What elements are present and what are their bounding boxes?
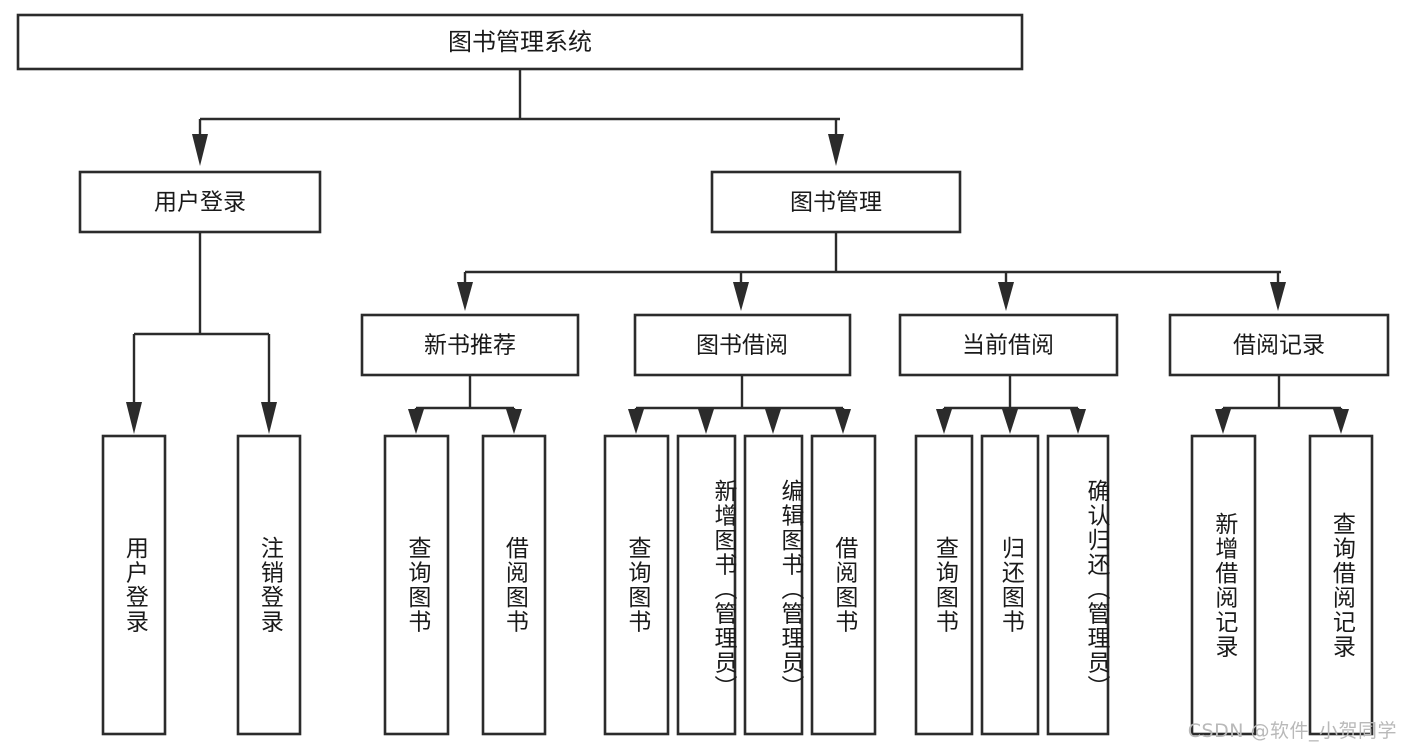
node-book-borrow-box[interactable] xyxy=(633,313,852,377)
edge-new-book-recommend-to-leaves xyxy=(408,375,522,434)
arrowhead-leaf-query-record xyxy=(1333,409,1349,434)
node-leaf-query-book-1-box[interactable] xyxy=(383,434,450,736)
node-user-login[interactable]: 用户登录 xyxy=(78,170,322,234)
node-book-management[interactable]: 图书管理 xyxy=(710,170,962,234)
arrowhead-leaf-add-book xyxy=(698,409,714,434)
edge-book-borrow-to-leaves xyxy=(628,375,851,434)
node-user-login-label: 用户登录 xyxy=(154,190,246,216)
node-user-login-box[interactable] xyxy=(78,170,322,234)
node-leaf-query-book-2-box[interactable] xyxy=(603,434,670,736)
node-leaf-logout-box[interactable] xyxy=(236,434,302,736)
node-book-management-label: 图书管理 xyxy=(790,190,882,216)
node-borrow-records-box[interactable] xyxy=(1168,313,1390,377)
arrowhead-leaf-query-book-3 xyxy=(936,409,952,434)
arrowhead-leaf-logout xyxy=(261,402,277,434)
arrowhead-leaf-borrow-book-2 xyxy=(835,409,851,434)
node-book-borrow[interactable]: 图书借阅 xyxy=(633,313,852,377)
arrowhead-leaf-borrow-book-1 xyxy=(506,409,522,434)
arrowhead-user-login xyxy=(192,134,208,166)
edge-root-to-level2 xyxy=(192,69,844,166)
node-leaf-query-book-3-box[interactable] xyxy=(914,434,974,736)
arrowhead-leaf-query-book-1 xyxy=(408,409,424,434)
arrowhead-leaf-add-record xyxy=(1215,409,1231,434)
node-leaf-add-book-box[interactable] xyxy=(676,434,737,736)
arrowhead-current-borrow xyxy=(998,282,1014,311)
arrowhead-leaf-query-book-2 xyxy=(628,409,644,434)
arrowhead-leaf-user-login xyxy=(126,402,142,434)
node-new-book-recommend-label: 新书推荐 xyxy=(424,333,516,359)
edge-borrow-records-to-leaves xyxy=(1215,375,1349,434)
node-leaf-borrow-book-2-box[interactable] xyxy=(810,434,877,736)
edge-book-management-to-level3 xyxy=(457,232,1286,311)
node-root-box[interactable] xyxy=(16,13,1024,71)
node-new-book-recommend-box[interactable] xyxy=(360,313,580,377)
csdn-watermark: CSDN @软件_小贺同学 xyxy=(1187,720,1397,742)
node-borrow-records[interactable]: 借阅记录 xyxy=(1168,313,1390,377)
node-root[interactable]: 图书管理系统 xyxy=(16,13,1024,71)
node-current-borrow-label: 当前借阅 xyxy=(962,333,1054,359)
arrowhead-leaf-confirm-return xyxy=(1070,409,1086,434)
node-leaf-confirm-return-box[interactable] xyxy=(1046,434,1110,736)
arrowhead-book-borrow xyxy=(733,282,749,311)
edge-current-borrow-to-leaves xyxy=(936,375,1086,434)
edge-user-login-to-leaves xyxy=(126,232,277,434)
node-borrow-records-label: 借阅记录 xyxy=(1233,333,1325,359)
node-leaf-user-login-box[interactable] xyxy=(101,434,167,736)
arrowhead-leaf-edit-book xyxy=(765,409,781,434)
node-current-borrow[interactable]: 当前借阅 xyxy=(898,313,1119,377)
arrowhead-leaf-return-book xyxy=(1002,409,1018,434)
node-leaf-return-book-box[interactable] xyxy=(980,434,1040,736)
node-current-borrow-box[interactable] xyxy=(898,313,1119,377)
arrowhead-book-management xyxy=(828,134,844,166)
node-new-book-recommend[interactable]: 新书推荐 xyxy=(360,313,580,377)
node-book-management-box[interactable] xyxy=(710,170,962,234)
arrowhead-new-book-recommend xyxy=(457,282,473,311)
node-leaf-add-record-box[interactable] xyxy=(1190,434,1257,736)
node-leaf-edit-book-box[interactable] xyxy=(743,434,804,736)
node-leaf-borrow-book-1-box[interactable] xyxy=(481,434,547,736)
node-root-label: 图书管理系统 xyxy=(448,28,592,56)
node-leaf-query-record-box[interactable] xyxy=(1308,434,1374,736)
node-book-borrow-label: 图书借阅 xyxy=(696,333,788,359)
arrowhead-borrow-records xyxy=(1270,282,1286,311)
